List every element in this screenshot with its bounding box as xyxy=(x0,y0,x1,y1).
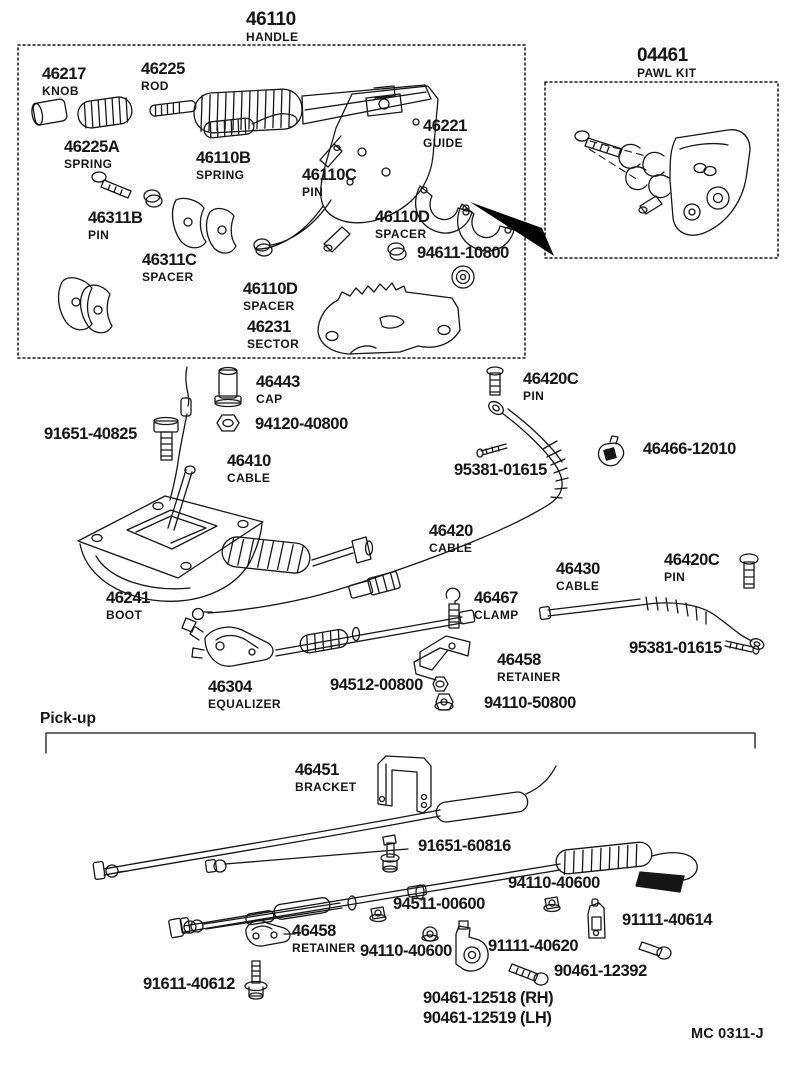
label-nut-94110-50800: 94110-50800 xyxy=(484,694,576,712)
art-rear-cables xyxy=(181,366,765,711)
label-spring-46110b: 46110B SPRING xyxy=(196,149,251,182)
label-clamp-46467: 46467 CLAMP xyxy=(474,589,519,622)
label-clamp-46466: 46466-12010 xyxy=(643,440,736,458)
art-front-cable-group xyxy=(77,366,374,602)
label-pin-95381-left: 95381-01615 xyxy=(454,461,547,479)
label-cable-46420: 46420 CABLE xyxy=(429,522,473,555)
leader-lines xyxy=(56,41,738,988)
label-knob: 46217 KNOB xyxy=(42,65,86,98)
art-handle-assembly xyxy=(31,84,515,355)
label-boot: 46241 BOOT xyxy=(106,589,150,622)
label-cable-46410: 46410 CABLE xyxy=(227,452,271,485)
label-nut-94110-40600-left: 94110-40600 xyxy=(360,942,452,960)
section-title-pickup: Pick-up xyxy=(40,710,96,727)
label-lever-rh-lh: 90461-12518 (RH) 90461-12519 (LH) xyxy=(423,989,554,1027)
label-bolt-91651-40825: 91651-40825 xyxy=(44,425,137,443)
label-retainer-pickup: 46458 RETAINER xyxy=(292,922,356,955)
label-cable-46430: 46430 CABLE xyxy=(556,560,600,593)
label-bolt-91111-40620: 91111-40620 xyxy=(488,937,579,955)
label-nut-94110-40600-right: 94110-40600 xyxy=(508,874,600,892)
label-nut-94512: 94512-00800 xyxy=(330,676,423,694)
label-spring-46225a: 46225A SPRING xyxy=(64,138,120,171)
label-spacer-46311c: 46311C SPACER xyxy=(142,251,197,284)
label-nut-94511-00600: 94511-00600 xyxy=(393,895,485,913)
label-bracket-46451: 46451 BRACKET xyxy=(295,761,357,794)
label-pin-46420c-top: 46420C PIN xyxy=(523,370,579,403)
label-damper-94611: 94611-10800 xyxy=(417,244,509,262)
doc-code: MC 0311-J xyxy=(691,1026,764,1042)
label-pin-46311b: 46311B PIN xyxy=(88,209,143,242)
art-pawl-kit xyxy=(574,129,751,236)
label-bolt-91111-40614: 91111-40614 xyxy=(622,911,713,929)
label-nut-94120: 94120-40800 xyxy=(255,415,348,433)
label-bolt-91651-60816: 91651-60816 xyxy=(418,837,511,855)
label-retainer-main: 46458 RETAINER xyxy=(497,651,561,684)
label-sector: 46231 SECTOR xyxy=(247,318,300,351)
label-pin-95381-right: 95381-01615 xyxy=(629,639,722,657)
label-latch-90461-12392: 90461-12392 xyxy=(554,962,647,980)
label-pawl-kit: 04461 PAWL KIT xyxy=(637,45,697,80)
label-rod: 46225 ROD xyxy=(141,60,185,93)
pawl-kit-box xyxy=(544,81,779,259)
label-equalizer: 46304 EQUALIZER xyxy=(208,678,281,711)
label-guide: 46221 GUIDE xyxy=(423,117,467,150)
label-spacer-46110d-upper: 46110D SPACER xyxy=(375,208,430,241)
label-pin-46420c-right: 46420C PIN xyxy=(664,551,720,584)
label-handle: 46110 HANDLE xyxy=(246,9,299,44)
label-bolt-91611-40612: 91611-40612 xyxy=(143,975,235,993)
art-pickup-section xyxy=(45,732,756,1000)
label-pin-46110c: 46110C PIN xyxy=(302,166,357,199)
label-cap: 46443 CAP xyxy=(256,373,300,406)
label-spacer-46110d-lower: 46110D SPACER xyxy=(243,280,298,313)
